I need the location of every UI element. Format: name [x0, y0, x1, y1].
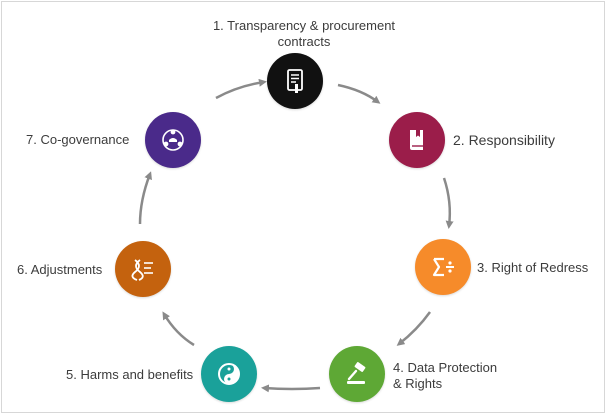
sigma-divide-icon	[432, 257, 454, 277]
arrow-3-to-4	[396, 311, 432, 346]
step-1-label-line1: 1. Transparency & procurement	[212, 18, 396, 33]
step-6-node	[115, 241, 171, 297]
step-7-node	[145, 112, 201, 168]
arrow-5-to-6	[162, 311, 195, 347]
step-2-node	[389, 112, 445, 168]
step-4-node	[329, 346, 385, 402]
arrow-6-to-7	[138, 171, 152, 225]
dna-icon	[131, 259, 153, 281]
step-1-label: 1. Transparency & procurement contracts	[186, 18, 422, 50]
step-4-label: 4. Data Protection & Rights	[393, 360, 497, 392]
step-1-node	[267, 53, 323, 109]
step-4-label-line2: & Rights	[393, 376, 443, 391]
step-7-label: 7. Co-governance	[26, 132, 130, 147]
arrow-7-to-1	[215, 78, 267, 100]
step-5-node	[201, 346, 257, 402]
step-5-label: 5. Harms and benefits	[66, 367, 194, 382]
arrow-2-to-3	[442, 177, 454, 229]
step-2-label: 2. Responsibility	[453, 132, 555, 148]
step-1-label-line2: contracts	[277, 34, 331, 49]
document-icon	[287, 69, 303, 93]
step-3-node	[415, 239, 471, 295]
step-4-label-line1: 4. Data Protection	[393, 360, 498, 375]
step-3-label: 3. Right of Redress	[477, 260, 589, 275]
arrow-4-to-5	[261, 384, 321, 393]
step-6-label: 6. Adjustments	[17, 262, 103, 277]
arrow-1-to-2	[337, 83, 381, 104]
gavel-icon	[347, 362, 366, 384]
yin-yang-icon	[218, 363, 240, 385]
people-network-icon	[162, 129, 184, 151]
book-icon	[410, 130, 423, 150]
